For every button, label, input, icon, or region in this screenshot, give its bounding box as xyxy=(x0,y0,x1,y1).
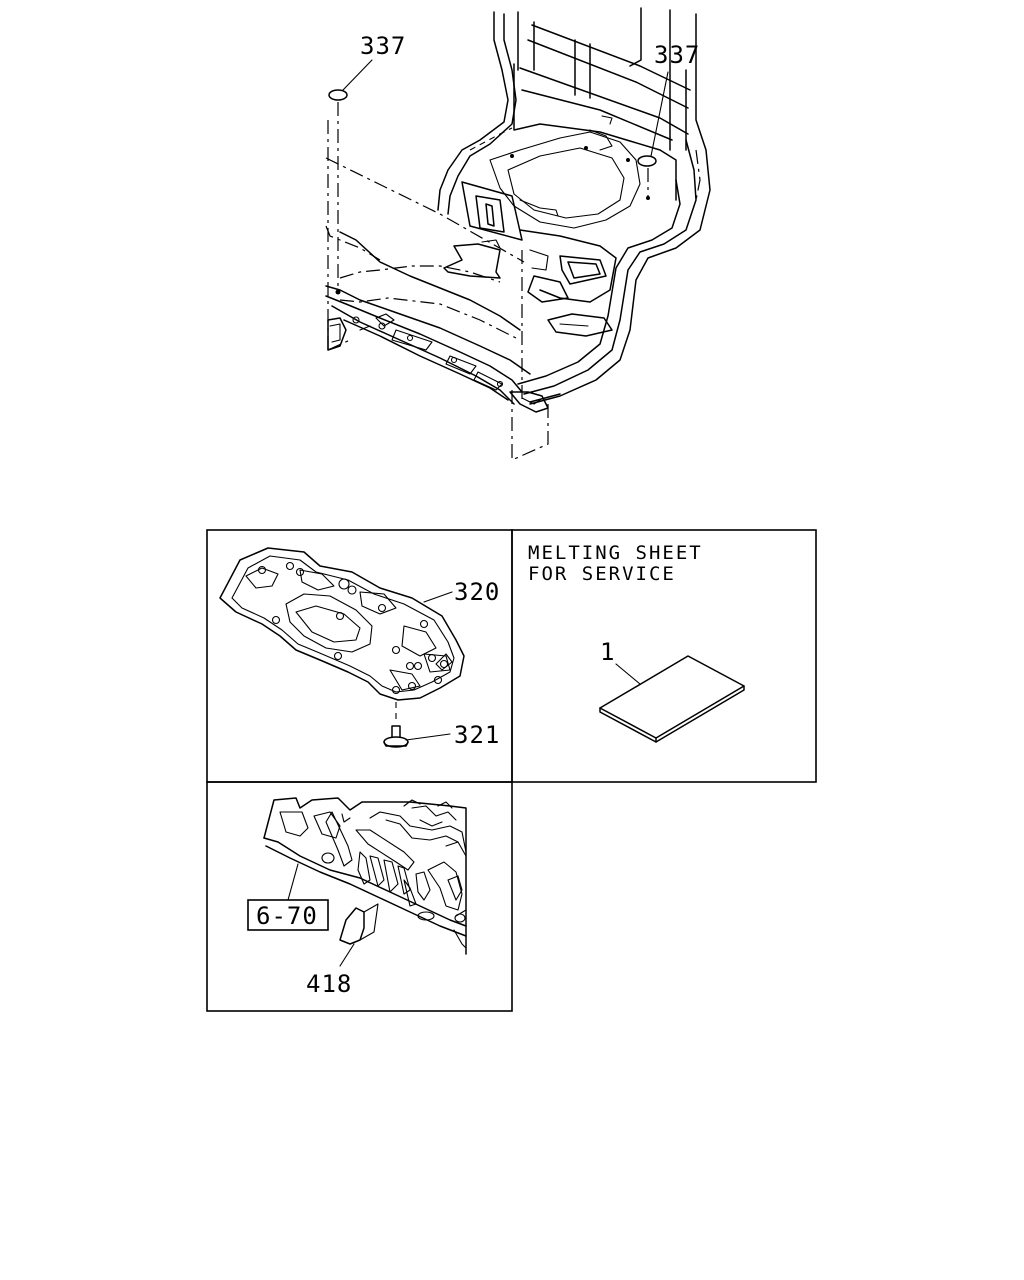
melting-sheet-1 xyxy=(599,655,745,743)
reference-box-6-70: 6-70 xyxy=(247,899,329,931)
leader-418 xyxy=(339,943,355,967)
callout-418: 418 xyxy=(306,970,352,998)
leader-337-right xyxy=(650,71,669,157)
floor-panel-assembly xyxy=(325,7,711,461)
callout-321: 321 xyxy=(454,721,500,749)
callout-337-left: 337 xyxy=(360,32,406,60)
callout-1: 1 xyxy=(600,638,615,666)
leader-1 xyxy=(615,663,641,685)
leader-320 xyxy=(423,591,453,603)
callout-320: 320 xyxy=(454,578,500,606)
note-line-2: FOR SERVICE xyxy=(528,563,676,585)
leader-337-left xyxy=(342,59,373,91)
note-line-1: MELTING SHEET xyxy=(528,542,703,564)
ref-label-6-70: 6-70 xyxy=(256,902,318,930)
floor-section-418 xyxy=(263,797,467,967)
plug-337-right xyxy=(637,155,657,167)
plug-337-left xyxy=(328,89,348,101)
frame-melting-sheet xyxy=(511,529,817,783)
heat-insulator-320 xyxy=(219,547,465,701)
clip-321 xyxy=(383,702,451,748)
leader-321 xyxy=(405,733,451,741)
detail-frames xyxy=(206,529,817,1012)
leader-6-70 xyxy=(287,863,299,901)
frame-floor-plug xyxy=(206,781,513,1012)
callout-337-right: 337 xyxy=(654,41,700,69)
